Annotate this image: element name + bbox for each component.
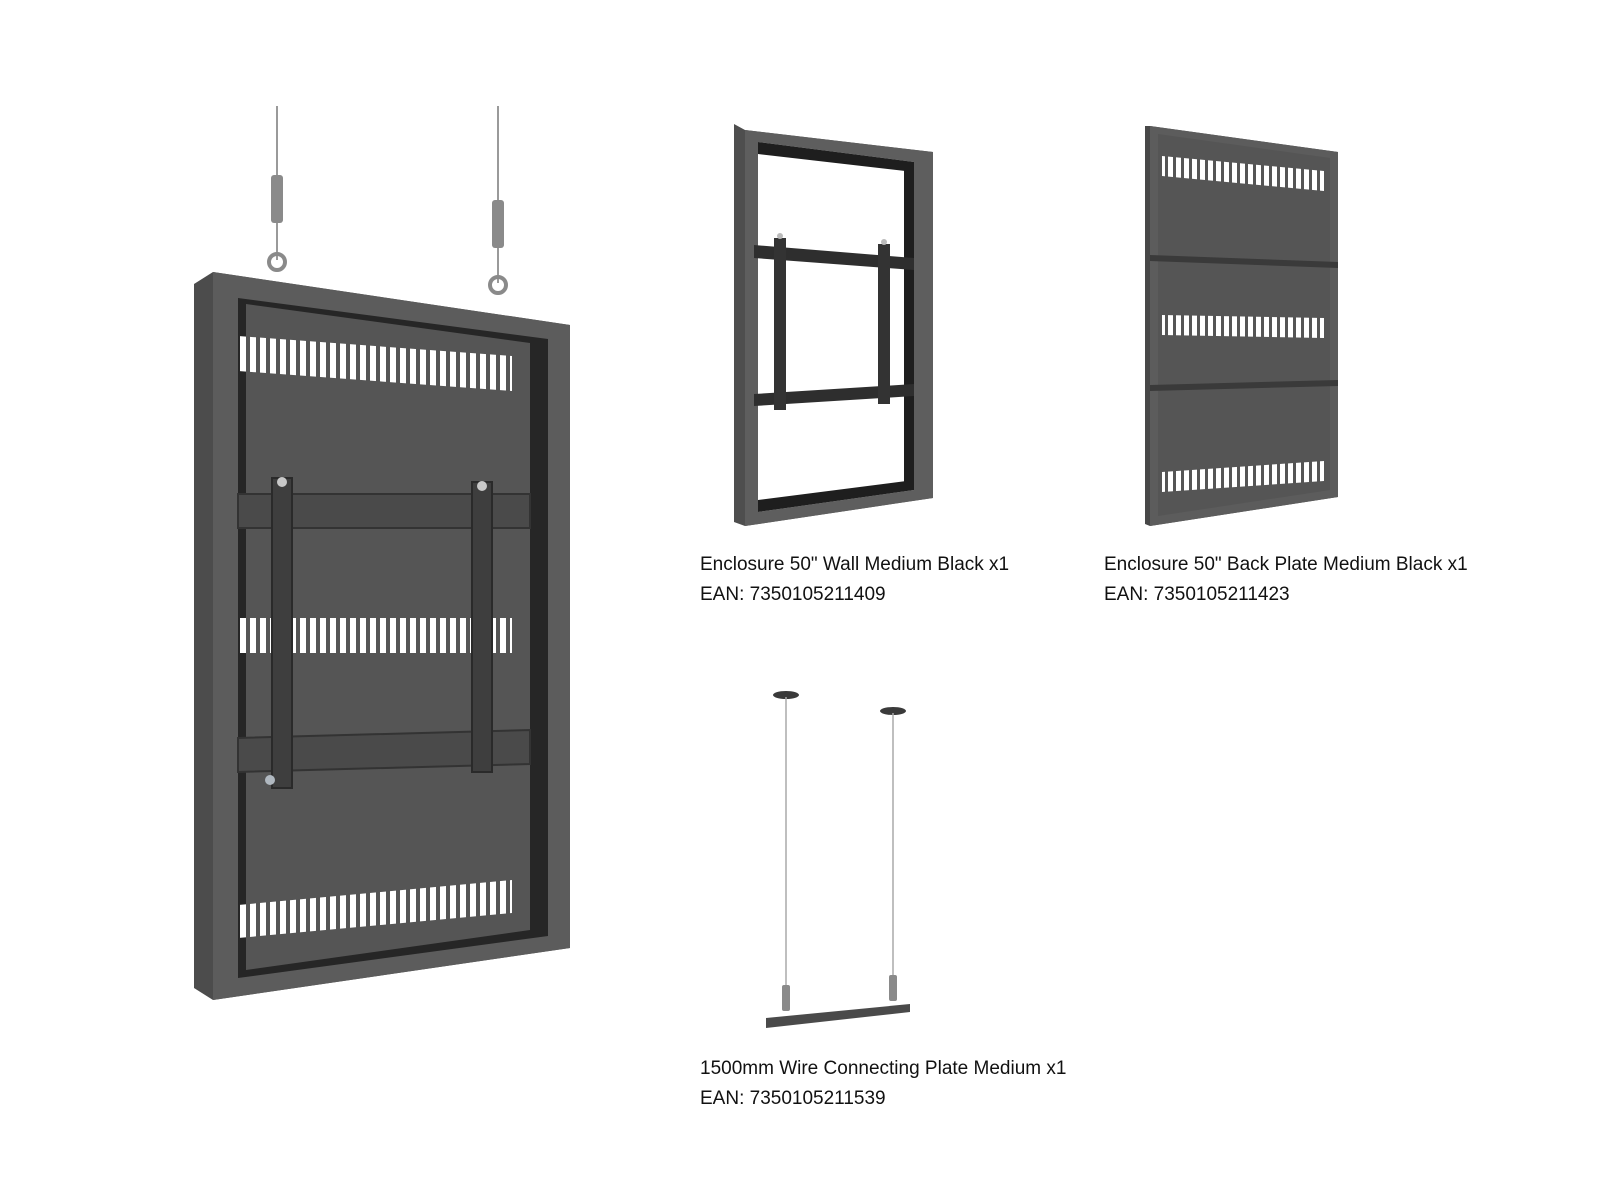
wire-connecting-plate-image xyxy=(766,691,910,1028)
product-caption-back-plate: Enclosure 50" Back Plate Medium Black x1… xyxy=(1104,550,1468,610)
product-ean: EAN: 7350105211423 xyxy=(1104,584,1290,605)
assembled-enclosure-image xyxy=(194,106,570,1000)
product-name: 1500mm Wire Connecting Plate Medium x1 xyxy=(700,1058,1067,1079)
product-ean: EAN: 7350105211409 xyxy=(700,584,886,605)
product-caption-wall-frame: Enclosure 50" Wall Medium Black x1 EAN: … xyxy=(700,550,1009,610)
product-ean: EAN: 7350105211539 xyxy=(700,1088,886,1109)
product-name: Enclosure 50" Wall Medium Black x1 xyxy=(700,554,1010,575)
wall-frame-image xyxy=(734,124,933,526)
product-name: Enclosure 50" Back Plate Medium Black x1 xyxy=(1104,554,1468,575)
product-caption-wire-plate: 1500mm Wire Connecting Plate Medium x1 E… xyxy=(700,1054,1066,1114)
back-plate-image xyxy=(1145,126,1338,526)
